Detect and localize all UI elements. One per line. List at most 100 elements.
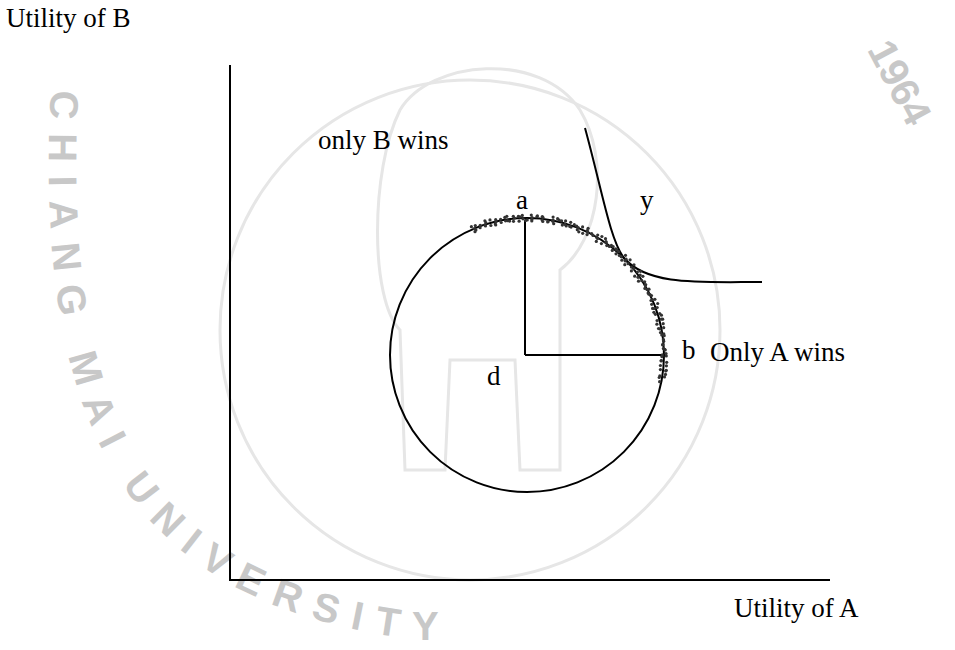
axis-label: Utility of B (6, 4, 131, 34)
stipple-dot (665, 361, 668, 364)
stipple-dot (530, 214, 533, 217)
stipple-dot (660, 359, 663, 362)
point-label: a (516, 186, 528, 216)
stipple-dot (630, 269, 633, 272)
region-label: only B wins (318, 126, 449, 156)
watermark-ring (220, 80, 720, 580)
stipple-dot (551, 220, 554, 223)
stipple-dot (581, 232, 584, 235)
stipple-dot (644, 284, 647, 287)
stipple-dot (652, 311, 655, 314)
stipple-dot (605, 241, 608, 244)
x-axis (229, 579, 830, 581)
stipple-dot (650, 303, 653, 306)
stipple-dot (517, 215, 520, 218)
stipple-dot (587, 227, 590, 230)
stipple-dot (576, 228, 579, 231)
stipple-dot (512, 220, 515, 223)
stipple-dot (650, 294, 653, 297)
stipple-dot (536, 214, 539, 217)
stipple-dot (541, 220, 544, 223)
indifference-curve (585, 128, 762, 282)
stipple-dot (513, 216, 516, 219)
stipple-dot (662, 322, 665, 325)
stipple-dot (656, 319, 659, 322)
stipple-dot (625, 258, 628, 261)
point-label: d (487, 362, 501, 392)
stipple-dot (637, 280, 640, 283)
stipple-dot (661, 343, 664, 346)
stipple-dot (581, 225, 584, 228)
stipple-dot (595, 240, 598, 243)
stipple-dot (658, 374, 661, 377)
stipple-dot (552, 216, 555, 219)
stipple-dot (561, 224, 564, 227)
stipple-dot (586, 233, 589, 236)
stipple-dot (633, 275, 636, 278)
stipple-dot (659, 359, 662, 362)
stipple-dot (662, 332, 665, 335)
stipple-dot (664, 352, 667, 355)
stipple-dot (596, 233, 599, 236)
stipple-dot (659, 364, 662, 367)
stipple-dot (575, 225, 578, 228)
stipple-dot (484, 221, 487, 224)
stipple-dot (629, 258, 632, 261)
stipple-dot (473, 227, 476, 230)
stipple-dot (521, 217, 524, 220)
stipple-arc (470, 214, 669, 384)
stipple-dot (657, 327, 660, 330)
stipple-dot (604, 237, 607, 240)
stipple-dot (618, 254, 621, 257)
stipple-dot (608, 245, 611, 248)
point-label: y (640, 186, 654, 216)
stipple-dot (636, 270, 639, 273)
stipple-dot (503, 216, 506, 219)
stipple-dot (489, 224, 492, 227)
stipple-dot (615, 248, 618, 251)
stipple-dot (556, 217, 559, 220)
stipple-dot (494, 223, 497, 226)
stipple-dot (600, 235, 603, 238)
stipple-dot (547, 220, 550, 223)
stipple-dot (662, 338, 665, 341)
stipple-dot (600, 242, 603, 245)
y-axis (229, 65, 231, 581)
stipple-dot (530, 218, 533, 221)
stipple-dot (639, 274, 642, 277)
point-label: b (682, 336, 696, 366)
stipple-dot (655, 323, 658, 326)
stipple-dot (632, 267, 635, 270)
stipple-dot (624, 254, 627, 257)
stipple-dot (564, 219, 567, 222)
stipple-dot (535, 215, 538, 218)
stipple-dot (488, 218, 491, 221)
utility-circle (390, 218, 664, 492)
stipple-dot (664, 373, 667, 376)
stipple-dot (499, 218, 502, 221)
stipple-dot (627, 262, 630, 265)
stipple-dot (620, 259, 623, 262)
radius-line (524, 220, 526, 355)
stipple-dot (662, 326, 665, 329)
stipple-dot (643, 287, 646, 290)
stipple-dot (591, 234, 594, 237)
stipple-dot (639, 270, 642, 273)
stipple-dot (473, 230, 476, 233)
stipple-dot (664, 369, 667, 372)
stipple-dot (614, 247, 617, 250)
stipple-dot (494, 220, 497, 223)
stipple-dot (640, 279, 643, 282)
stipple-dot (546, 220, 549, 223)
stipple-dot (656, 306, 659, 309)
stipple-dot (643, 280, 646, 283)
stipple-dot (659, 331, 662, 334)
stipple-dot (614, 252, 617, 255)
region-label: Only A wins (710, 338, 845, 368)
stipple-dot (662, 347, 665, 350)
watermark-year: 1964 (859, 33, 941, 133)
stipple-dot (661, 343, 664, 346)
stipple-dot (586, 230, 589, 233)
stipple-dot (647, 293, 650, 296)
